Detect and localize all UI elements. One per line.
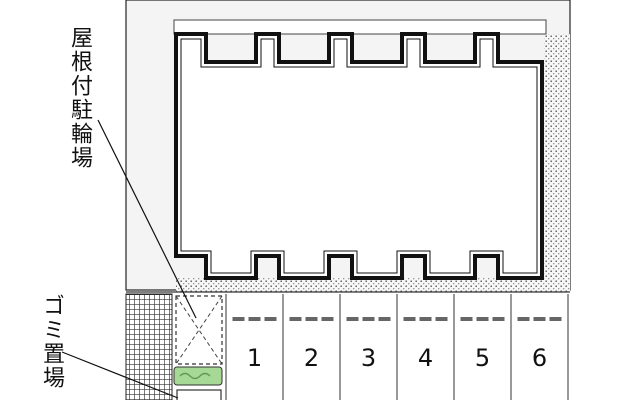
building-inner-outline — [180, 38, 538, 274]
hedge-texture — [179, 372, 211, 380]
parking-dashes — [232, 317, 562, 321]
parking-space-number: 1 — [247, 344, 262, 372]
parking-dash — [378, 317, 391, 321]
parking-dash — [362, 317, 375, 321]
hedge — [173, 366, 223, 386]
parking-numbers: 1 2 3 4 5 6 — [247, 344, 547, 372]
parking-dash — [517, 317, 530, 321]
parking-space-number: 4 — [418, 344, 433, 372]
parking-dash — [403, 317, 416, 321]
leader-line-garbage — [61, 351, 179, 399]
parking-space-number: 5 — [475, 344, 490, 372]
parking-dash — [419, 317, 432, 321]
parking-space-number: 6 — [532, 344, 547, 372]
building — [174, 32, 544, 280]
gravel-strip-bottom — [176, 278, 570, 292]
parking-dash — [264, 317, 277, 321]
parking-dash — [305, 317, 318, 321]
gravel-strip-right — [544, 34, 570, 290]
eave-outline — [173, 19, 547, 35]
parking-dividers — [225, 294, 569, 400]
parking-dash — [346, 317, 359, 321]
leader-line-bike — [97, 119, 197, 319]
parking-dash — [549, 317, 562, 321]
bike-parking — [175, 295, 223, 365]
parking-dash — [321, 317, 334, 321]
parking-dash — [435, 317, 448, 321]
parking-dash — [460, 317, 473, 321]
parking-dash — [289, 317, 302, 321]
parking-dash — [492, 317, 505, 321]
parking-space-number: 2 — [304, 344, 319, 372]
label-covered-bike-parking: 屋根付駐輪場 — [67, 26, 92, 170]
parking-dash — [232, 317, 245, 321]
parking-dash — [248, 317, 261, 321]
label-garbage-area: ゴミ置場 — [39, 294, 64, 390]
parking-dash — [533, 317, 546, 321]
grid-area — [125, 293, 173, 400]
garbage-box — [176, 389, 222, 400]
parking-space-number: 3 — [361, 344, 376, 372]
parking-dash — [476, 317, 489, 321]
